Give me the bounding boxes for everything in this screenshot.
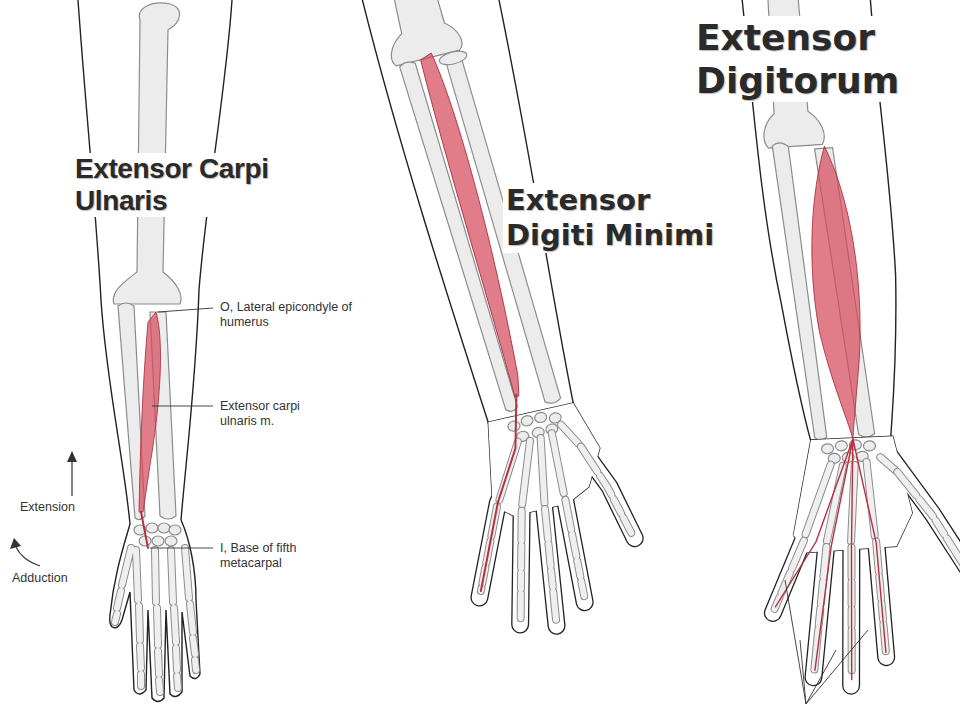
muscle bbox=[804, 145, 869, 441]
motion-arrow bbox=[16, 547, 40, 566]
leader-line bbox=[150, 548, 213, 549]
arrow-head bbox=[10, 538, 21, 549]
carpal-bone bbox=[821, 443, 834, 454]
carpal-bone bbox=[158, 523, 170, 533]
arm-outline bbox=[78, 0, 130, 524]
carpal-bone bbox=[534, 411, 548, 424]
leader-line bbox=[152, 406, 213, 407]
muscle-title: Extensor Digiti Minimi bbox=[503, 183, 741, 253]
hand-bones bbox=[115, 548, 196, 692]
arm-figure bbox=[10, 0, 232, 702]
pointer-lines bbox=[785, 580, 868, 704]
hand-bones bbox=[800, 456, 899, 544]
finger-fill bbox=[449, 435, 651, 642]
muscle-note: Extensor carpi ulnaris m. bbox=[218, 399, 317, 429]
hand-bones bbox=[485, 422, 590, 514]
tendon bbox=[437, 395, 561, 591]
hand-bones bbox=[800, 456, 899, 544]
radial-head bbox=[438, 49, 468, 67]
motion-arrow bbox=[71, 460, 72, 496]
muscle bbox=[139, 312, 161, 512]
carpal-bone bbox=[146, 523, 158, 533]
arrow-head bbox=[67, 451, 77, 462]
arm-outline bbox=[181, 0, 232, 520]
finger-bones bbox=[453, 440, 647, 636]
carpal-bone bbox=[835, 440, 848, 451]
carpal-bone bbox=[165, 536, 177, 546]
arm-figure bbox=[328, 0, 651, 642]
muscle-title: Extensor Carpi Ulnaris bbox=[72, 153, 313, 217]
carpal-bone bbox=[169, 525, 181, 535]
carpal-bone bbox=[507, 420, 521, 433]
finger-bones bbox=[453, 440, 647, 636]
carpal-bone bbox=[152, 536, 164, 546]
muscle-title: Extensor Digitorum bbox=[693, 16, 944, 102]
motion-label: Adduction bbox=[10, 571, 70, 586]
tendon bbox=[141, 512, 148, 548]
hand-outline bbox=[110, 520, 200, 702]
carpal-bone bbox=[520, 414, 534, 427]
finger-fill bbox=[763, 452, 960, 691]
carpal-bones bbox=[134, 523, 181, 546]
origin-note: O, Lateral epicondyle of humerus bbox=[218, 300, 362, 330]
leader-line bbox=[158, 308, 213, 312]
insertion-note: I, Base of fifth metacarpal bbox=[218, 541, 334, 571]
tendon bbox=[764, 438, 887, 685]
hand-bones bbox=[115, 548, 196, 692]
motion-label: Extension bbox=[18, 500, 77, 515]
hand-bones bbox=[485, 422, 590, 514]
carpal-bone bbox=[863, 440, 876, 451]
arm-figure bbox=[730, 0, 960, 691]
